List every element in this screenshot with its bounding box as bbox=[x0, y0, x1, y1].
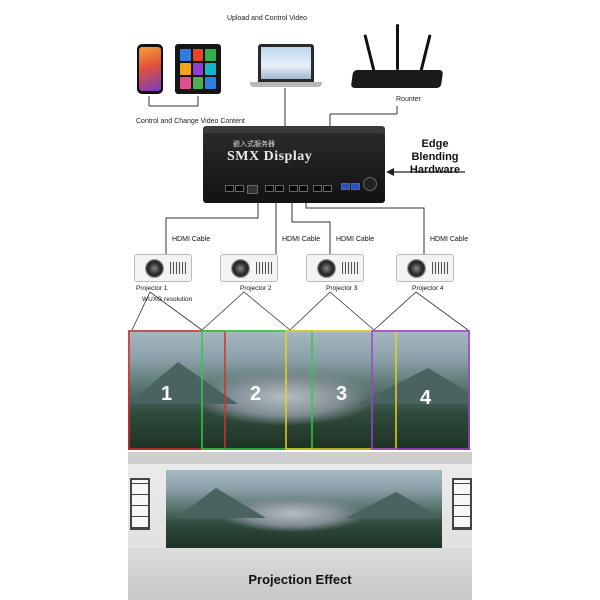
smartphone bbox=[137, 44, 163, 94]
projector-4-label: Projector 4 bbox=[412, 285, 444, 292]
projector-3-label: Projector 3 bbox=[326, 285, 358, 292]
room-floor bbox=[128, 548, 472, 600]
projected-image bbox=[128, 330, 470, 450]
projected-wall-image bbox=[166, 470, 442, 548]
zone-4-border bbox=[371, 330, 470, 450]
room-ceiling bbox=[128, 452, 472, 464]
hdmi-label-1: HDMI Cable bbox=[172, 236, 211, 243]
zone-3-number: 3 bbox=[336, 383, 348, 405]
zone-1-border bbox=[128, 330, 226, 450]
wuxg-resolution-label: WUXG resolution bbox=[142, 296, 193, 303]
edge-blending-line2: Hardware bbox=[409, 164, 461, 176]
zone-3-border bbox=[285, 330, 397, 450]
hdmi-label-3: HDMI Cable bbox=[336, 236, 375, 243]
projector-1 bbox=[134, 254, 192, 282]
laptop-base bbox=[250, 82, 322, 87]
blend-zones bbox=[128, 330, 470, 450]
tablet-controller bbox=[175, 44, 221, 94]
server-brand: SMX Display bbox=[227, 149, 313, 164]
zone-2-border bbox=[201, 330, 313, 450]
projector-3 bbox=[306, 254, 364, 282]
zone-4-number: 4 bbox=[420, 387, 432, 409]
edge-blending-line1: Edge Blending bbox=[411, 138, 459, 163]
hdmi-label-4: HDMI Cable bbox=[430, 236, 469, 243]
projector-2 bbox=[220, 254, 278, 282]
hdmi-label-2: HDMI Cable bbox=[282, 236, 321, 243]
control-change-label: Control and Change Video Content bbox=[136, 118, 245, 125]
projection-effect-title: Projection Effect bbox=[248, 572, 352, 587]
projector-2-label: Projector 2 bbox=[240, 285, 272, 292]
server-cn-label: 嵌入式服务器 bbox=[233, 141, 275, 148]
room-window-left bbox=[130, 478, 150, 530]
zone-2-number: 2 bbox=[250, 383, 262, 405]
server-top bbox=[203, 126, 385, 136]
room-window-right bbox=[452, 478, 472, 530]
zone-1-number: 1 bbox=[161, 383, 173, 405]
edge-blending-server: 嵌入式服务器 SMX Display bbox=[203, 133, 385, 203]
upload-control-label: Upload and Control Video bbox=[227, 15, 308, 22]
connection-lines bbox=[131, 88, 469, 331]
projector-4 bbox=[396, 254, 454, 282]
router-label: Rounter bbox=[396, 96, 421, 103]
edge-blending-title: Edge Blending Hardware bbox=[400, 138, 470, 177]
laptop bbox=[258, 44, 314, 82]
projector-1-label: Projector 1 bbox=[136, 285, 168, 292]
router bbox=[352, 20, 452, 80]
